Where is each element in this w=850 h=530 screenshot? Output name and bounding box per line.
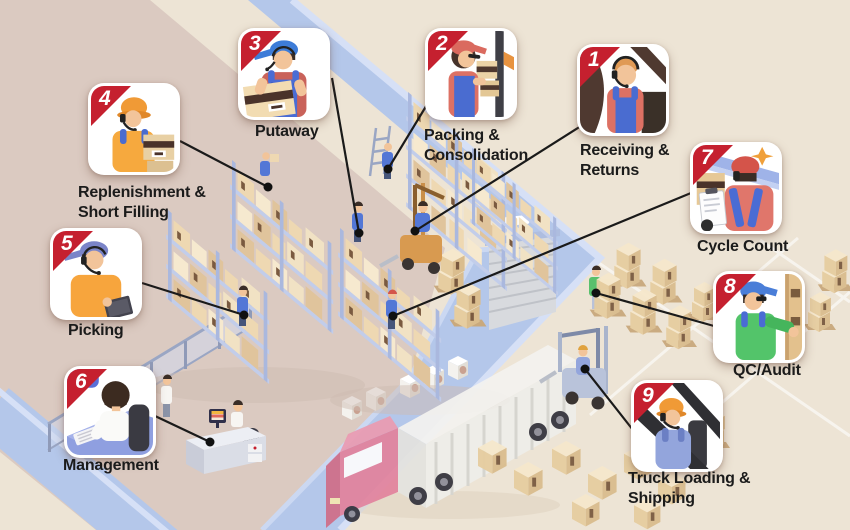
worker-figure [161, 374, 172, 417]
card-label-picking: Picking [68, 322, 124, 339]
front-wall [0, 388, 178, 530]
worker-figure [231, 400, 243, 427]
indoor-forklift [379, 183, 445, 274]
card-label-packing-consolidation: Packing & Consolidation [424, 127, 529, 164]
step-card-replenishment: 4 [88, 83, 180, 175]
connector-lines [141, 77, 715, 443]
card-label-putaway: Putaway [255, 123, 319, 140]
step-number: 6 [75, 370, 87, 393]
step-number: 2 [436, 32, 448, 55]
step-card-putaway: 3 [238, 28, 330, 120]
step-card-receiving-returns: 1 [577, 44, 669, 136]
connector-line-6 [154, 415, 211, 443]
connector-line-7 [392, 191, 692, 318]
card-label-truck-loading: Truck Loading & Shipping [628, 470, 751, 507]
card-label-management: Management [63, 457, 159, 474]
delivery-truck [326, 345, 576, 528]
card-label-qc-audit: QC/Audit [733, 362, 801, 379]
step-number: 4 [99, 87, 111, 110]
step-number: 8 [724, 275, 736, 298]
connector-line-2 [387, 102, 429, 170]
connector-dots [205, 164, 601, 447]
step-card-packing-consolidation: 2 [425, 28, 517, 120]
card-label-cycle-count: Cycle Count [697, 238, 789, 255]
worker-figure [237, 285, 248, 326]
worker-clipboard-illustration [693, 145, 779, 231]
office-desk [161, 374, 266, 474]
step-card-truck-loading: 9 [631, 380, 723, 472]
worker-packing-boxes-illustration [428, 31, 514, 117]
worker-inspecting-shelf-illustration [716, 274, 802, 360]
step-number: 1 [588, 48, 600, 71]
front-wall-highlight [0, 387, 170, 530]
connector-line-5 [141, 281, 245, 317]
connector-line-8 [595, 291, 715, 328]
step-card-picking: 5 [50, 228, 142, 320]
connector-line-3 [330, 77, 361, 234]
corner-ground [0, 452, 96, 530]
step-number: 3 [249, 32, 261, 55]
worker-forklift-loading-illustration [634, 383, 720, 469]
step-card-qc-audit: 8 [713, 271, 805, 363]
worker-figure [415, 201, 430, 232]
card-label-receiving-returns: Receiving & Returns [580, 142, 670, 179]
worker-figure [260, 152, 279, 176]
step-card-cycle-count: 7 [690, 142, 782, 234]
connector-line-4 [179, 140, 269, 188]
step-card-management: 6 [64, 366, 156, 458]
step-number: 5 [61, 232, 73, 255]
computer-monitor [209, 409, 226, 428]
step-number: 7 [701, 146, 713, 169]
connector-line-1 [414, 125, 582, 232]
connector-line-9 [584, 368, 634, 431]
card-label-replenishment: Replenishment & Short Filling [78, 184, 206, 221]
step-number: 9 [642, 384, 654, 407]
